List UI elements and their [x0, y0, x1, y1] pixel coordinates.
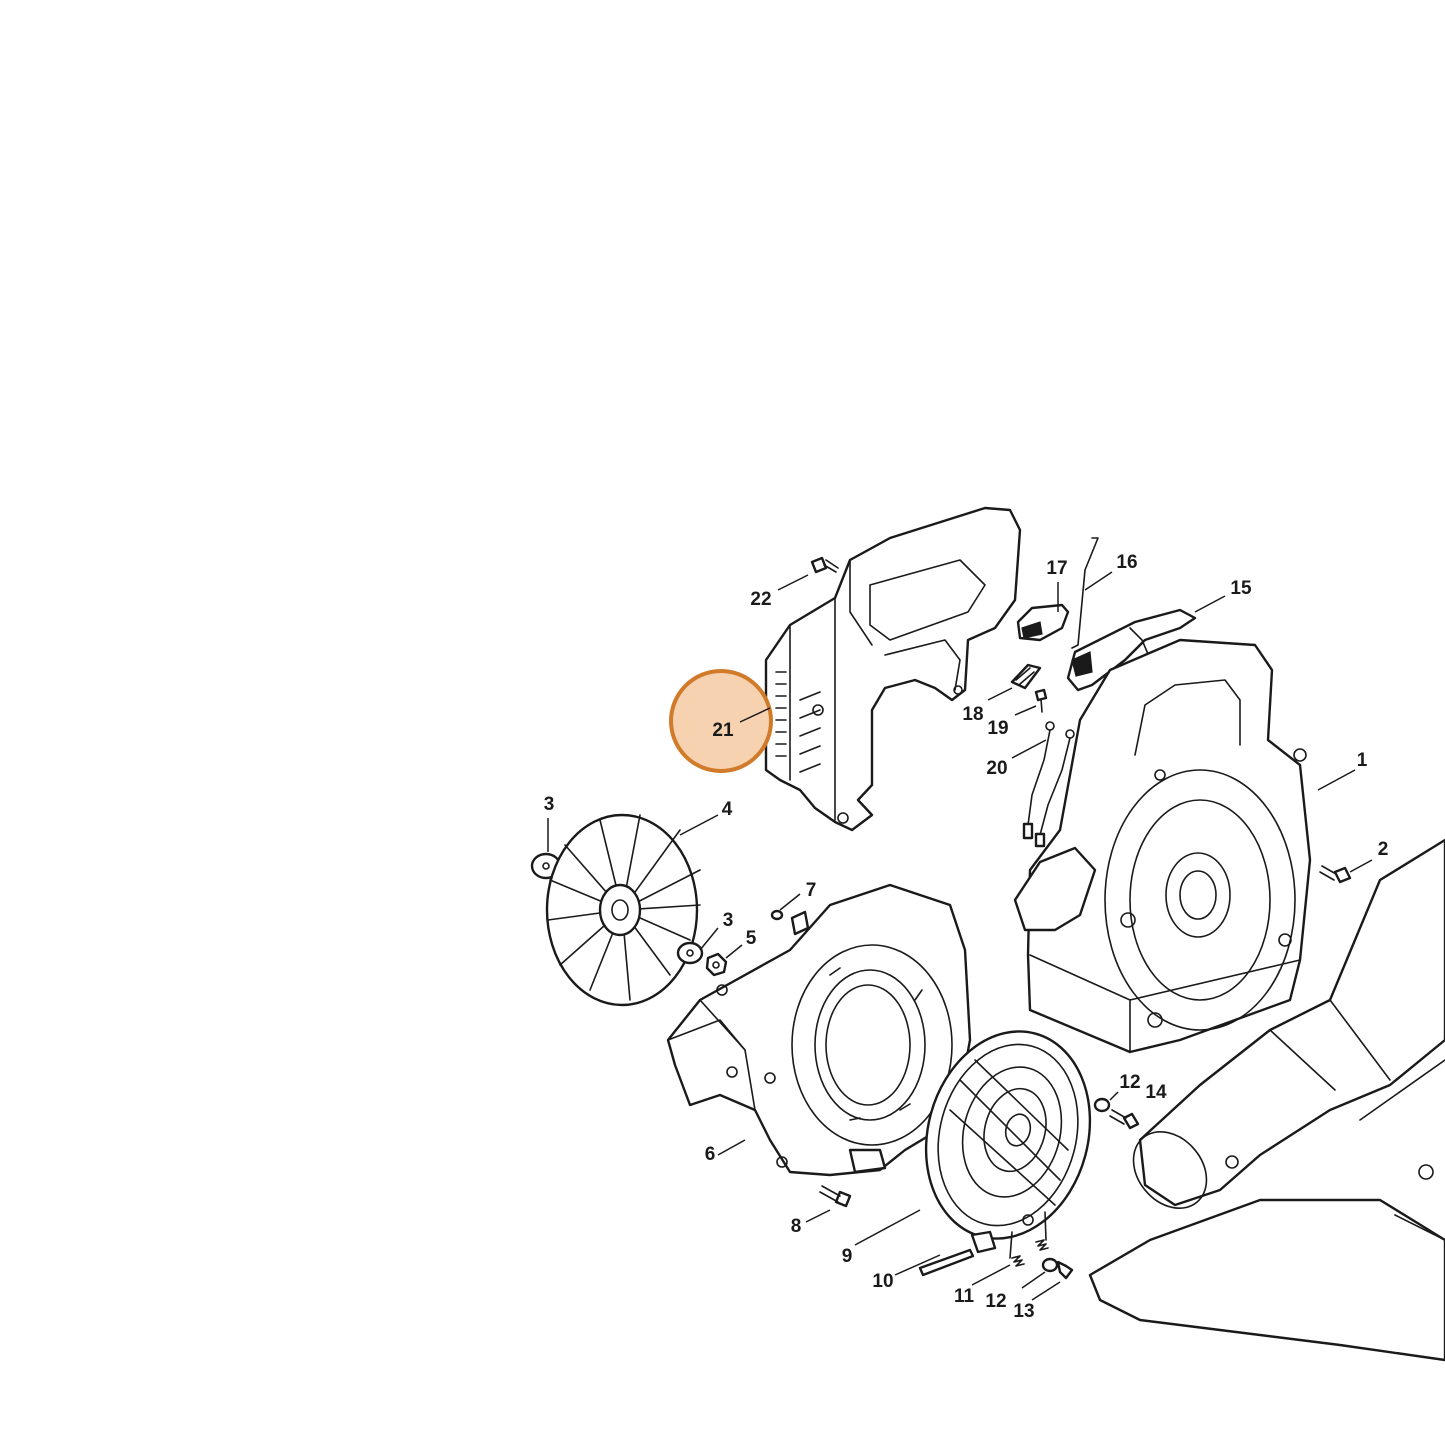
callout-3b[interactable]: 3 — [723, 910, 734, 931]
callout-22[interactable]: 22 — [750, 589, 771, 610]
callout-7[interactable]: 7 — [806, 880, 817, 901]
part-blower-tube[interactable] — [1088, 838, 1445, 1362]
part-pin-7[interactable] — [770, 909, 810, 936]
callout-6[interactable]: 6 — [705, 1144, 716, 1165]
callout-1[interactable]: 1 — [1357, 750, 1368, 771]
callout-2[interactable]: 2 — [1378, 839, 1389, 860]
callout-15[interactable]: 15 — [1230, 578, 1252, 599]
part-washer-3b[interactable] — [676, 941, 704, 965]
callout-11[interactable]: 11 — [954, 1286, 975, 1307]
callout-labels: 1 2 3 4 3 5 7 6 8 9 10 11 12 13 12 14 15… — [544, 552, 1389, 1322]
part-screw-8[interactable] — [819, 1185, 852, 1208]
part-throttle-rod[interactable] — [1071, 537, 1099, 649]
callout-4[interactable]: 4 — [722, 799, 733, 820]
callout-5[interactable]: 5 — [746, 928, 757, 949]
part-throttle-trigger[interactable] — [1066, 608, 1197, 692]
part-screw-13[interactable] — [1056, 1260, 1074, 1280]
callout-14[interactable]: 14 — [1145, 1082, 1167, 1103]
callout-13[interactable]: 13 — [1013, 1301, 1034, 1322]
part-washer-12[interactable] — [1041, 1097, 1111, 1273]
callout-12a[interactable]: 12 — [985, 1291, 1006, 1312]
part-pin-10[interactable] — [918, 1248, 975, 1277]
callout-18[interactable]: 18 — [962, 704, 983, 725]
part-fan-housing[interactable] — [666, 883, 972, 1177]
part-fan-wheel[interactable] — [545, 813, 701, 1007]
leader-lines — [547, 571, 1373, 1301]
callout-21: 21 — [712, 720, 734, 741]
callout-10[interactable]: 10 — [872, 1271, 893, 1292]
callout-12b[interactable]: 12 — [1119, 1072, 1140, 1093]
part-screw-2[interactable] — [1319, 865, 1352, 884]
part-rewind-starter[interactable] — [904, 1013, 1113, 1257]
callout-16[interactable]: 16 — [1116, 552, 1137, 573]
part-handle-frame[interactable] — [764, 506, 1022, 832]
callout-8[interactable]: 8 — [791, 1216, 802, 1237]
callout-17[interactable]: 17 — [1046, 558, 1067, 579]
part-nut-5[interactable] — [705, 952, 728, 977]
part-screw-14[interactable] — [1109, 1109, 1140, 1130]
callout-3a[interactable]: 3 — [544, 794, 555, 815]
callout-20[interactable]: 20 — [986, 758, 1007, 779]
part-screw-22[interactable] — [810, 556, 839, 574]
callout-9[interactable]: 9 — [842, 1246, 853, 1267]
part-engine-housing[interactable] — [1013, 638, 1312, 1054]
part-screw-19[interactable] — [1034, 688, 1048, 713]
part-stop-switch[interactable] — [1016, 603, 1070, 642]
part-ground-wires[interactable] — [1022, 721, 1075, 848]
part-spring-18[interactable] — [1010, 663, 1042, 690]
highlight-marker[interactable]: 21 — [669, 669, 773, 773]
part-spring-11[interactable] — [1009, 1211, 1049, 1267]
callout-19[interactable]: 19 — [987, 718, 1008, 739]
